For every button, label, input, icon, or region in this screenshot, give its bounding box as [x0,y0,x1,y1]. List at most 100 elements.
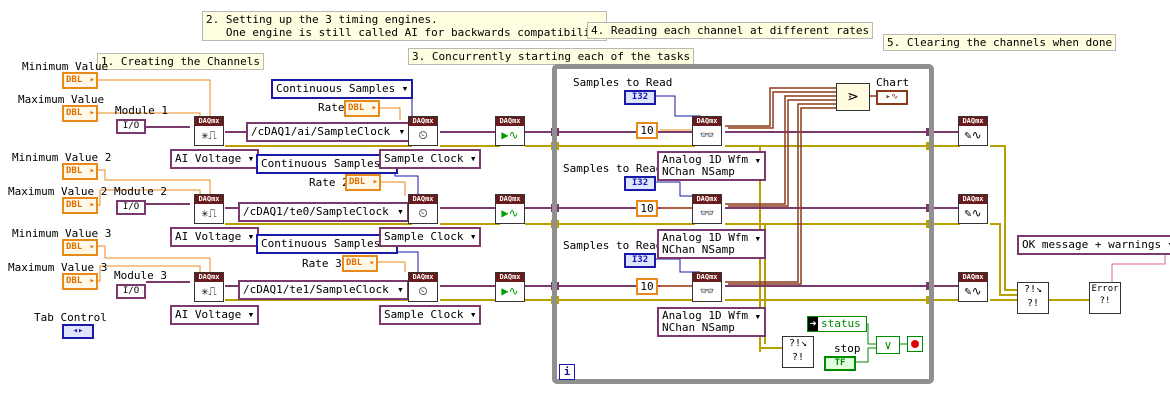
sample-clock-select-1[interactable]: Sample Clock [379,149,482,169]
rate3-terminal[interactable]: DBL [342,255,378,272]
simple-error-handler-node[interactable]: Error?! [1089,282,1121,314]
tab-control-terminal[interactable]: ◂▸ [62,324,94,339]
play-icon: ▶∿ [501,128,519,142]
daqmx-read-vi-2[interactable]: DAQmx👓 [692,194,722,224]
merge-errors-node-loop[interactable]: ?!↘?! [782,336,814,368]
rate-terminal[interactable]: DBL [344,100,380,117]
create-channel-icon: ✳⎍ [201,284,217,298]
or-gate-icon: ∨ [884,338,892,352]
max-value-terminal[interactable]: DBL [62,105,98,122]
ai-voltage-select-1[interactable]: AI Voltage [170,149,260,169]
while-loop[interactable] [552,64,934,384]
loop-condition-terminal[interactable] [907,336,923,352]
clock-source-select-2[interactable]: /cDAQ1/te0/SampleClock [238,202,409,222]
chart-label: Chart [876,76,910,89]
play-icon: ▶∿ [501,284,519,298]
create-channel-icon: ✳⎍ [201,128,217,142]
daqmx-create-channel-vi-3[interactable]: DAQmx✳⎍ [194,272,224,302]
daqmx-timing-vi-3[interactable]: DAQmx⏲ [408,272,438,302]
tab-control-label: Tab Control [34,311,107,324]
daqmx-start-vi-1[interactable]: DAQmx▶∿ [495,116,525,146]
module1-label: Module 1 [115,104,168,117]
samples-to-read3-label: Samples to Read 3 [563,239,676,252]
daqmx-start-vi-2[interactable]: DAQmx▶∿ [495,194,525,224]
min-value2-label: Minimum Value 2 [12,151,112,164]
merge-errors-node[interactable]: ?!↘?! [1017,282,1049,314]
stop-sign-icon [911,340,919,348]
waveform-icon: ▸∿ [885,92,899,102]
daqmx-read-vi-1[interactable]: DAQmx👓 [692,116,722,146]
samples-to-read2-terminal[interactable]: I32 [624,176,656,191]
error-dialog-icon: Error?! [1091,284,1119,306]
daqmx-start-vi-3[interactable]: DAQmx▶∿ [495,272,525,302]
ai-voltage-select-2[interactable]: AI Voltage [170,227,260,247]
read-polymorphic-select-3[interactable]: Analog 1D Wfm NChan NSamp [657,307,767,337]
build-array-node[interactable]: ⋗ [836,83,870,111]
min-value2-terminal[interactable]: DBL [62,163,98,180]
daqmx-timing-vi-1[interactable]: DAQmx⏲ [408,116,438,146]
chart-terminal[interactable]: ▸∿ [876,90,908,105]
daqmx-clear-vi-2[interactable]: DAQmx✎∿ [958,194,988,224]
timeout-constant-3[interactable]: 10 [636,278,658,295]
sample-clock-select-2[interactable]: Sample Clock [379,227,482,247]
comment-clear-channels: 5. Clearing the channels when done [883,34,1117,51]
max-value2-terminal[interactable]: DBL [62,197,98,214]
rate-label: Rate [318,101,345,114]
read-polymorphic-select-2[interactable]: Analog 1D Wfm NChan NSamp [657,229,767,259]
comment-read-channels: 4. Reading each channel at different rat… [587,22,874,39]
ai-voltage-select-3[interactable]: AI Voltage [170,305,260,325]
clock-source-select-1[interactable]: /cDAQ1/ai/SampleClock [246,122,411,142]
unbundle-status-node[interactable]: ➜status [807,316,867,332]
loop-iteration-terminal: i [559,364,575,380]
merge-errors-icon: ?!↘?! [1023,284,1043,309]
module3-label: Module 3 [114,269,167,282]
sample-mode-select-2[interactable]: Continuous Samples [256,154,399,174]
stop-terminal[interactable]: TF [824,356,856,371]
module2-terminal[interactable]: I/O [116,200,146,215]
min-value-label: Minimum Value [22,60,109,73]
read-polymorphic-select-1[interactable]: Analog 1D Wfm NChan NSamp [657,151,767,181]
timeout-constant-1[interactable]: 10 [636,122,658,139]
daqmx-clear-vi-3[interactable]: DAQmx✎∿ [958,272,988,302]
daqmx-clear-vi-1[interactable]: DAQmx✎∿ [958,116,988,146]
min-value3-label: Minimum Value 3 [12,227,112,240]
comment-start-tasks: 3. Concurrently starting each of the tas… [408,48,695,65]
rate2-terminal[interactable]: DBL [345,174,381,191]
samples-to-read-terminal[interactable]: I32 [624,90,656,105]
comment-create-channels: 1. Creating the Channels [97,53,264,70]
module3-terminal[interactable]: I/O [116,284,146,299]
unbundle-icon: ➜ [808,317,818,331]
glasses-icon: 👓 [699,284,715,298]
status-label: status [821,317,861,330]
stop-label: stop [834,342,861,355]
min-value-terminal[interactable]: DBL [62,72,98,89]
clock-source-select-3[interactable]: /cDAQ1/te1/SampleClock [238,280,409,300]
glasses-icon: 👓 [699,128,715,142]
comment-timing-engines: 2. Setting up the 3 timing engines. One … [202,11,608,41]
samples-to-read-label: Samples to Read [573,76,673,89]
max-value3-terminal[interactable]: DBL [62,273,98,290]
max-value2-label: Maximum Value 2 [8,185,108,198]
rate2-label: Rate 2 [309,176,349,189]
daqmx-read-vi-3[interactable]: DAQmx👓 [692,272,722,302]
min-value3-terminal[interactable]: DBL [62,239,98,256]
daqmx-create-channel-vi-1[interactable]: DAQmx✳⎍ [194,116,224,146]
sample-clock-select-3[interactable]: Sample Clock [379,305,482,325]
daqmx-timing-vi-2[interactable]: DAQmx⏲ [408,194,438,224]
timeout-constant-2[interactable]: 10 [636,200,658,217]
clock-icon: ⏲ [418,206,428,220]
play-icon: ▶∿ [501,206,519,220]
clock-icon: ⏲ [418,284,428,298]
eraser-icon: ✎∿ [964,284,982,298]
daqmx-create-channel-vi-2[interactable]: DAQmx✳⎍ [194,194,224,224]
sample-mode-select-3[interactable]: Continuous Samples [256,234,399,254]
or-node[interactable]: ∨ [876,336,900,354]
samples-to-read3-terminal[interactable]: I32 [624,253,656,268]
clock-icon: ⏲ [418,128,428,142]
samples-to-read2-label: Samples to Read 2 [563,162,676,175]
rate3-label: Rate 3 [302,257,342,270]
module1-terminal[interactable]: I/O [116,119,146,134]
error-dialog-type-select[interactable]: OK message + warnings [1017,235,1170,255]
merge-errors-icon: ?!↘?! [788,338,808,363]
sample-mode-select-1[interactable]: Continuous Samples [271,79,414,99]
